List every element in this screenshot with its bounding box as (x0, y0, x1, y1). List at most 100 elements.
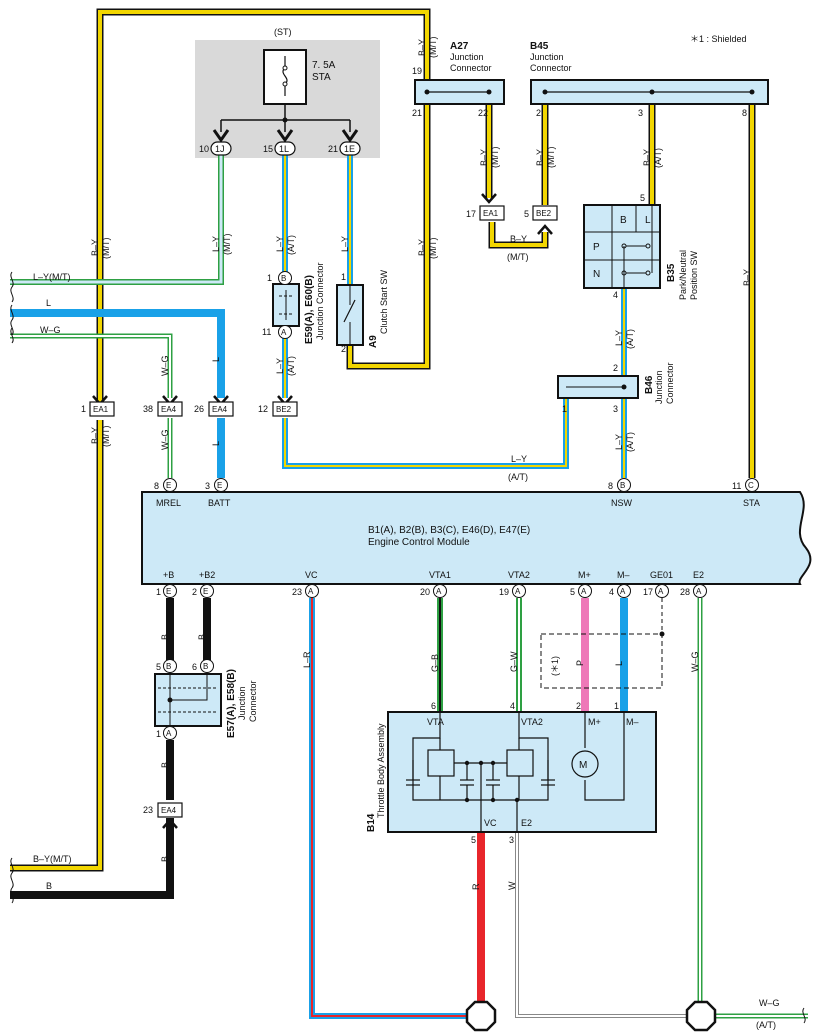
e57-pin6-id: B (203, 662, 208, 671)
svg-text:(＊1): (＊1) (550, 656, 560, 676)
svg-text:8: 8 (608, 481, 613, 491)
ea1-top-connector (479, 205, 505, 221)
svg-text:A: A (658, 587, 664, 596)
b35-cell-n: N (593, 269, 600, 280)
svg-text:VC: VC (305, 570, 318, 580)
a27-name2: Connector (450, 63, 492, 73)
svg-text:B: B (620, 481, 625, 490)
ea1-top-pin: 17 (466, 209, 476, 219)
svg-text:W–G: W–G (40, 325, 61, 335)
svg-text:W–G: W–G (160, 429, 170, 450)
fuse-pin-1L: 1L 15 (263, 141, 296, 156)
svg-text:L–Y: L–Y (340, 236, 350, 252)
e57-pin1: 1 (156, 729, 161, 739)
svg-text:2: 2 (192, 587, 197, 597)
svg-text:A: A (436, 587, 442, 596)
e57-code: E57(A), E58(B) (226, 669, 237, 738)
e57-pin1-id: A (166, 729, 172, 738)
a27-code: A27 (450, 41, 469, 52)
svg-text:(M/T): (M/T) (546, 147, 556, 169)
wire-labels: B–Y (M/T) B–Y (M/T) B–Y (M/T) B–Y (M/T) … (33, 37, 780, 1031)
b35-cell-l: L (645, 215, 651, 226)
svg-text:P: P (575, 660, 585, 666)
svg-text:(A/T): (A/T) (286, 356, 296, 376)
b45-code: B45 (530, 41, 549, 52)
b14-vta: VTA (427, 717, 444, 727)
svg-text:L: L (211, 357, 221, 362)
b14-pin5: 5 (471, 835, 476, 845)
e57-name2: Connector (248, 680, 258, 722)
svg-text:+B: +B (163, 570, 174, 580)
svg-text:21: 21 (328, 144, 338, 154)
ground-node-right (685, 1000, 717, 1032)
svg-text:E: E (166, 481, 171, 490)
be2-left-connector: BE2 12 (258, 395, 298, 417)
svg-text:VTA2: VTA2 (508, 570, 530, 580)
ecm-pin-plus-b2: E 2 +B2 (192, 570, 215, 598)
a9-pin1: 1 (341, 272, 346, 282)
svg-text:26: 26 (194, 404, 204, 414)
svg-text:BATT: BATT (208, 498, 231, 508)
ecm-pin-mrel: E 8 MREL (154, 478, 181, 508)
b45-name2: Connector (530, 63, 572, 73)
svg-text:W: W (507, 881, 517, 890)
a9-name: Clutch Start SW (379, 269, 389, 334)
motor-label: M (579, 760, 587, 771)
ecm-pin-nsw: B 8 NSW (608, 478, 633, 508)
svg-text:(M/T): (M/T) (507, 252, 529, 262)
be2-top-id: BE2 (536, 209, 552, 218)
fuse-pin-1E: 1E 21 (328, 141, 361, 156)
b45-pin2: 2 (536, 108, 541, 118)
ecm-pin-batt: E 3 BATT (205, 478, 231, 508)
e57-pin5: 5 (156, 662, 161, 672)
svg-text:L: L (614, 661, 624, 666)
a27-pin19: 19 (412, 66, 422, 76)
svg-text:B–Y: B–Y (742, 269, 752, 286)
svg-text:(M/T): (M/T) (101, 238, 111, 260)
ecm-pin-vc: A 23 VC (292, 570, 319, 598)
svg-text:EA4: EA4 (161, 405, 177, 414)
svg-text:B: B (160, 634, 170, 640)
be2-top-connector (532, 205, 558, 221)
svg-text:8: 8 (154, 481, 159, 491)
b46-pin3: 3 (613, 404, 618, 414)
throttle-sensor-circuit (406, 712, 625, 832)
a27-pin21: 21 (412, 108, 422, 118)
svg-text:L: L (211, 441, 221, 446)
ground-node-left (465, 1000, 497, 1032)
e57-pin5-id: B (166, 662, 171, 671)
fuse-circuit-label: (ST) (274, 27, 292, 37)
ea1-left-connector: EA1 1 (81, 395, 115, 417)
svg-text:EA4: EA4 (212, 405, 228, 414)
svg-text:(A/T): (A/T) (286, 235, 296, 255)
svg-text:38: 38 (143, 404, 153, 414)
ecm-pin-vta2: A 19 VTA2 (499, 570, 530, 598)
svg-text:MREL: MREL (156, 498, 181, 508)
svg-text:B–Y: B–Y (535, 149, 545, 166)
svg-text:(M/T): (M/T) (101, 426, 111, 448)
svg-text:11: 11 (732, 481, 741, 491)
ea4-left-connector-26: EA4 26 (194, 395, 234, 417)
svg-text:E: E (217, 481, 222, 490)
e59-code: E59(A), E60(B) (304, 275, 315, 344)
svg-text:L–R: L–R (302, 651, 312, 668)
svg-text:A: A (308, 587, 314, 596)
svg-text:(A/T): (A/T) (508, 472, 528, 482)
b35-name2: Position SW (689, 250, 699, 300)
e59-pin-b-id: B (281, 274, 286, 283)
svg-text:1: 1 (81, 404, 86, 414)
svg-text:B–Y: B–Y (642, 149, 652, 166)
svg-text:L–Y: L–Y (211, 236, 221, 252)
svg-text:19: 19 (499, 587, 509, 597)
b46-name1: Junction (654, 370, 664, 404)
svg-text:E: E (203, 587, 208, 596)
ecm-pin-vta1: A 20 VTA1 (420, 570, 451, 598)
shield-note: ＊1 : Shielded (690, 34, 747, 44)
svg-text:GE01: GE01 (650, 570, 673, 580)
svg-text:12: 12 (258, 404, 268, 414)
svg-text:BE2: BE2 (276, 405, 292, 414)
motor-icon (571, 750, 599, 778)
b45-pin3: 3 (638, 108, 643, 118)
svg-text:W–G: W–G (690, 651, 700, 672)
